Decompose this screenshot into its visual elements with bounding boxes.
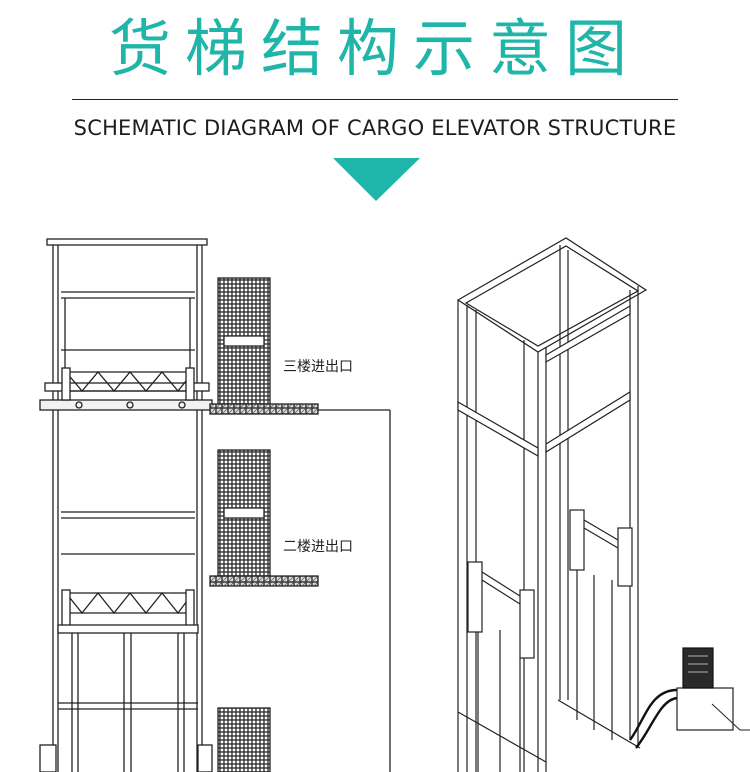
floor-label-third: 三楼进出口 (283, 359, 353, 375)
door-first-floor (217, 707, 271, 772)
hydraulic-pump-unit (629, 647, 750, 749)
title-chinese: 货梯结构示意图 (108, 12, 641, 85)
title-english: SCHEMATIC DIAGRAM OF CARGO ELEVATOR STRU… (73, 116, 677, 140)
upper-platform-truss (39, 367, 213, 411)
floor-slab-third (209, 403, 319, 415)
door-third-floor (217, 277, 271, 405)
carriage-lower (457, 561, 641, 772)
floor-slab-second (209, 575, 319, 587)
door-second-floor (217, 449, 271, 577)
elevator-frame-perspective (456, 237, 750, 772)
carriage-upper (569, 509, 633, 740)
floor-label-second: 二楼进出口 (283, 539, 353, 555)
lower-platform-truss (57, 589, 199, 634)
title-divider (72, 99, 678, 100)
down-arrow-icon (333, 158, 420, 201)
shaft-section-view (39, 238, 213, 772)
